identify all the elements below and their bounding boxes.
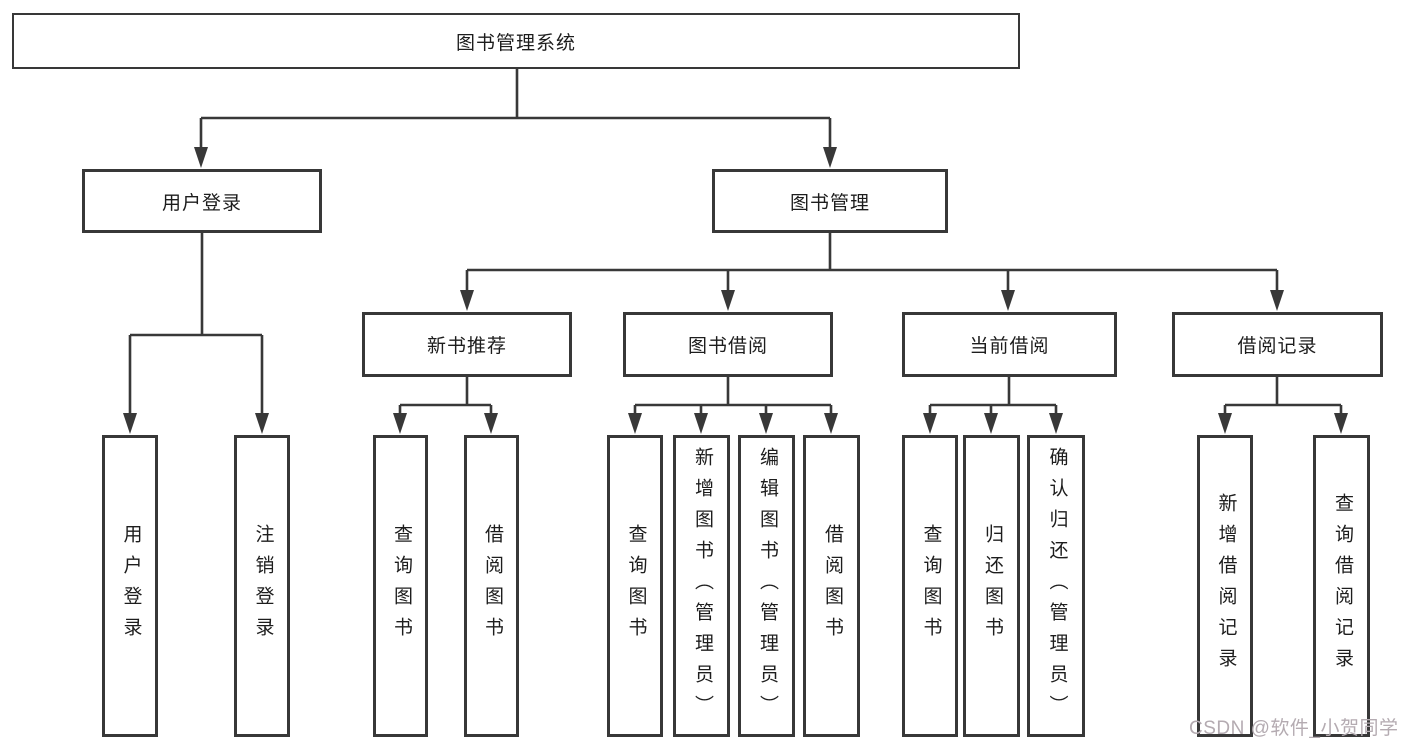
node-root: 图书管理系统 [12, 13, 1020, 69]
leaf-query-books-current-label: 查询图书 [920, 524, 942, 648]
leaf-query-books-current: 查询图书 [902, 435, 958, 737]
leaf-borrow-books-recommend: 借阅图书 [464, 435, 519, 737]
leaf-borrow-books-borrow: 借阅图书 [803, 435, 860, 737]
node-book-borrowing-label: 图书借阅 [687, 336, 768, 357]
node-new-book-recommendation: 新书推荐 [362, 312, 572, 377]
leaf-confirm-return-admin-label: 确认归还（管理员） [1046, 446, 1068, 726]
leaf-query-books-borrow-label: 查询图书 [625, 524, 647, 648]
node-book-management: 图书管理 [712, 169, 948, 233]
node-root-label: 图书管理系统 [455, 32, 576, 54]
csdn-watermark: CSDN @软件_小贺同学 [1189, 718, 1399, 739]
leaf-borrow-books-recommend-label: 借阅图书 [481, 524, 503, 648]
leaf-confirm-return-admin: 确认归还（管理员） [1027, 435, 1085, 737]
leaf-query-books-recommend: 查询图书 [373, 435, 428, 737]
node-book-management-label: 图书管理 [789, 192, 870, 214]
leaf-query-books-borrow: 查询图书 [607, 435, 663, 737]
leaf-borrow-books-borrow-label: 借阅图书 [821, 524, 843, 648]
node-current-borrowing: 当前借阅 [902, 312, 1117, 377]
node-new-book-recommendation-label: 新书推荐 [426, 336, 507, 357]
node-user-login-label: 用户登录 [161, 192, 242, 214]
leaf-add-borrow-record: 新增借阅记录 [1197, 435, 1253, 737]
node-borrowing-records: 借阅记录 [1172, 312, 1383, 377]
leaf-add-borrow-record-label: 新增借阅记录 [1215, 493, 1237, 679]
node-book-borrowing: 图书借阅 [623, 312, 833, 377]
leaf-add-books-admin: 新增图书（管理员） [673, 435, 730, 737]
node-user-login: 用户登录 [82, 169, 322, 233]
leaf-return-books-label: 归还图书 [981, 524, 1003, 648]
leaf-user-login-label: 用户登录 [120, 524, 142, 648]
node-borrowing-records-label: 借阅记录 [1237, 336, 1318, 357]
leaf-add-books-admin-label: 新增图书（管理员） [691, 446, 713, 726]
leaf-query-books-recommend-label: 查询图书 [390, 524, 412, 648]
leaf-edit-books-admin-label: 编辑图书（管理员） [756, 446, 778, 726]
leaf-query-borrow-record-label: 查询借阅记录 [1331, 493, 1353, 679]
leaf-return-books: 归还图书 [963, 435, 1020, 737]
leaf-query-borrow-record: 查询借阅记录 [1313, 435, 1370, 737]
leaf-logout-label: 注销登录 [252, 524, 274, 648]
connector-lines [128, 68, 1343, 414]
leaf-user-login: 用户登录 [102, 435, 158, 737]
leaf-edit-books-admin: 编辑图书（管理员） [738, 435, 795, 737]
leaf-logout: 注销登录 [234, 435, 290, 737]
node-current-borrowing-label: 当前借阅 [969, 336, 1050, 357]
